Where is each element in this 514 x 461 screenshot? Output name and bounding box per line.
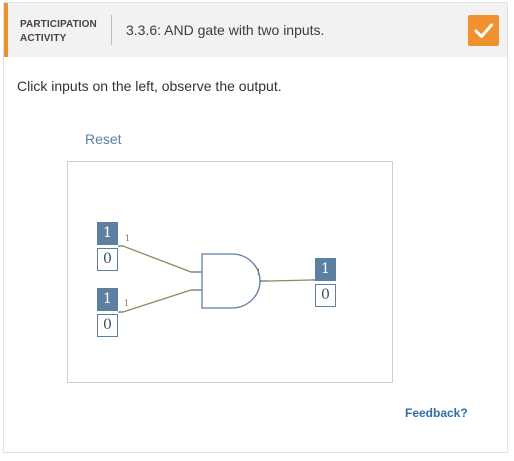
activity-type-label: PARTICIPATION ACTIVITY [20,19,97,44]
input-b-zero-button[interactable]: 0 [97,314,118,337]
activity-header: PARTICIPATION ACTIVITY 3.3.6: AND gate w… [4,3,507,57]
output-wire [267,279,313,282]
and-gate-symbol [201,253,261,309]
circuit-canvas: 1 0 1 1 0 1 1 1 0 [67,161,393,383]
reset-button[interactable]: Reset [85,131,122,147]
header-divider [111,15,112,45]
input-a-wire [122,245,192,273]
feedback-link[interactable]: Feedback? [405,406,468,420]
output-wire-value: 1 [256,268,262,277]
circuit-wires [118,245,317,313]
check-icon [474,23,493,38]
output-one-indicator: 1 [315,258,336,281]
input-a-wire-value: 1 [125,234,131,243]
completion-badge [468,15,499,46]
participation-activity-card: PARTICIPATION ACTIVITY 3.3.6: AND gate w… [3,2,508,453]
input-a-one-button[interactable]: 1 [97,222,118,245]
activity-title: 3.3.6: AND gate with two inputs. [126,22,325,38]
input-b-wire-value: 1 [124,299,130,308]
input-b-one-button[interactable]: 1 [97,288,118,311]
output-zero-indicator: 0 [315,284,336,307]
input-b-wire [122,289,192,313]
input-a-zero-button[interactable]: 0 [97,248,118,271]
instructions-text: Click inputs on the left, observe the ou… [17,78,282,94]
